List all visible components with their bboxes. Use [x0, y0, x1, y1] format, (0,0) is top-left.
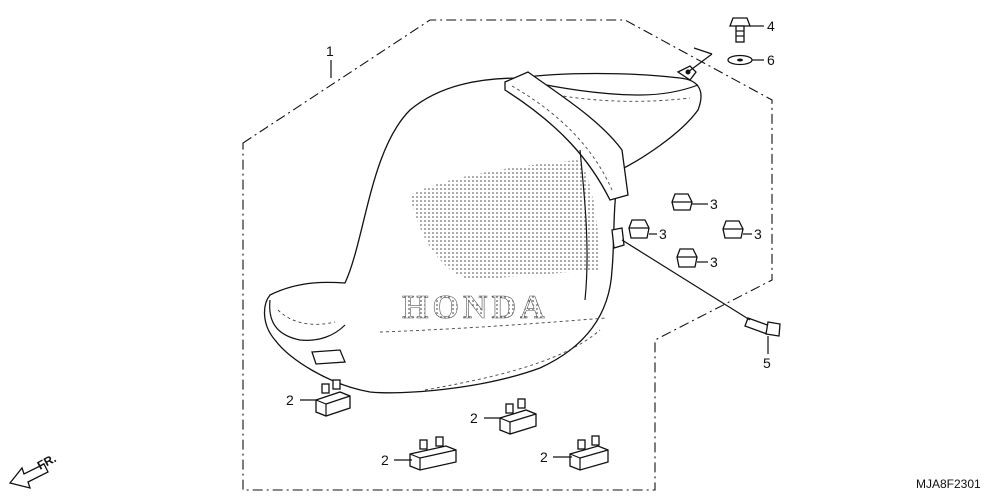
- callout-2c: 2: [381, 452, 389, 468]
- cushion-3a: [671, 193, 693, 211]
- block-2c: [409, 436, 457, 471]
- callout-3b: 3: [659, 226, 667, 242]
- cushion-3b: [628, 219, 650, 239]
- callout-3c: 3: [754, 226, 762, 242]
- block-2d: [569, 435, 609, 471]
- diagram-code: MJA8F2301: [916, 477, 981, 491]
- wing-logo-mark: [410, 160, 599, 280]
- bolt-5: [744, 317, 781, 337]
- seat-assembly: HONDA: [263, 65, 702, 394]
- front-direction-indicator: FR.: [8, 451, 58, 489]
- callout-5: 5: [763, 355, 771, 371]
- callout-1: 1: [326, 43, 334, 59]
- callout-2b: 2: [470, 410, 478, 426]
- bolt-4: [729, 17, 751, 43]
- leader-lines: [300, 25, 769, 461]
- washer-6: [727, 54, 753, 66]
- front-arrow-icon: [8, 463, 49, 489]
- callout-labels: 1 2 2 2 2 3 3 3 3 4 5 6: [286, 18, 775, 468]
- callout-3d: 3: [710, 254, 718, 270]
- cushion-3c: [722, 220, 744, 239]
- callout-2a: 2: [286, 392, 294, 408]
- block-2a: [315, 379, 351, 417]
- cushion-3d: [676, 248, 698, 268]
- cushion-group: [628, 193, 744, 268]
- block-group: [315, 379, 609, 471]
- block-2b: [499, 398, 537, 435]
- logo-text: HONDA: [402, 289, 549, 326]
- callout-6: 6: [767, 52, 775, 68]
- assembly-boundary: [242, 19, 773, 491]
- callout-3a: 3: [710, 196, 718, 212]
- callout-2d: 2: [540, 449, 548, 465]
- callout-4: 4: [767, 18, 775, 34]
